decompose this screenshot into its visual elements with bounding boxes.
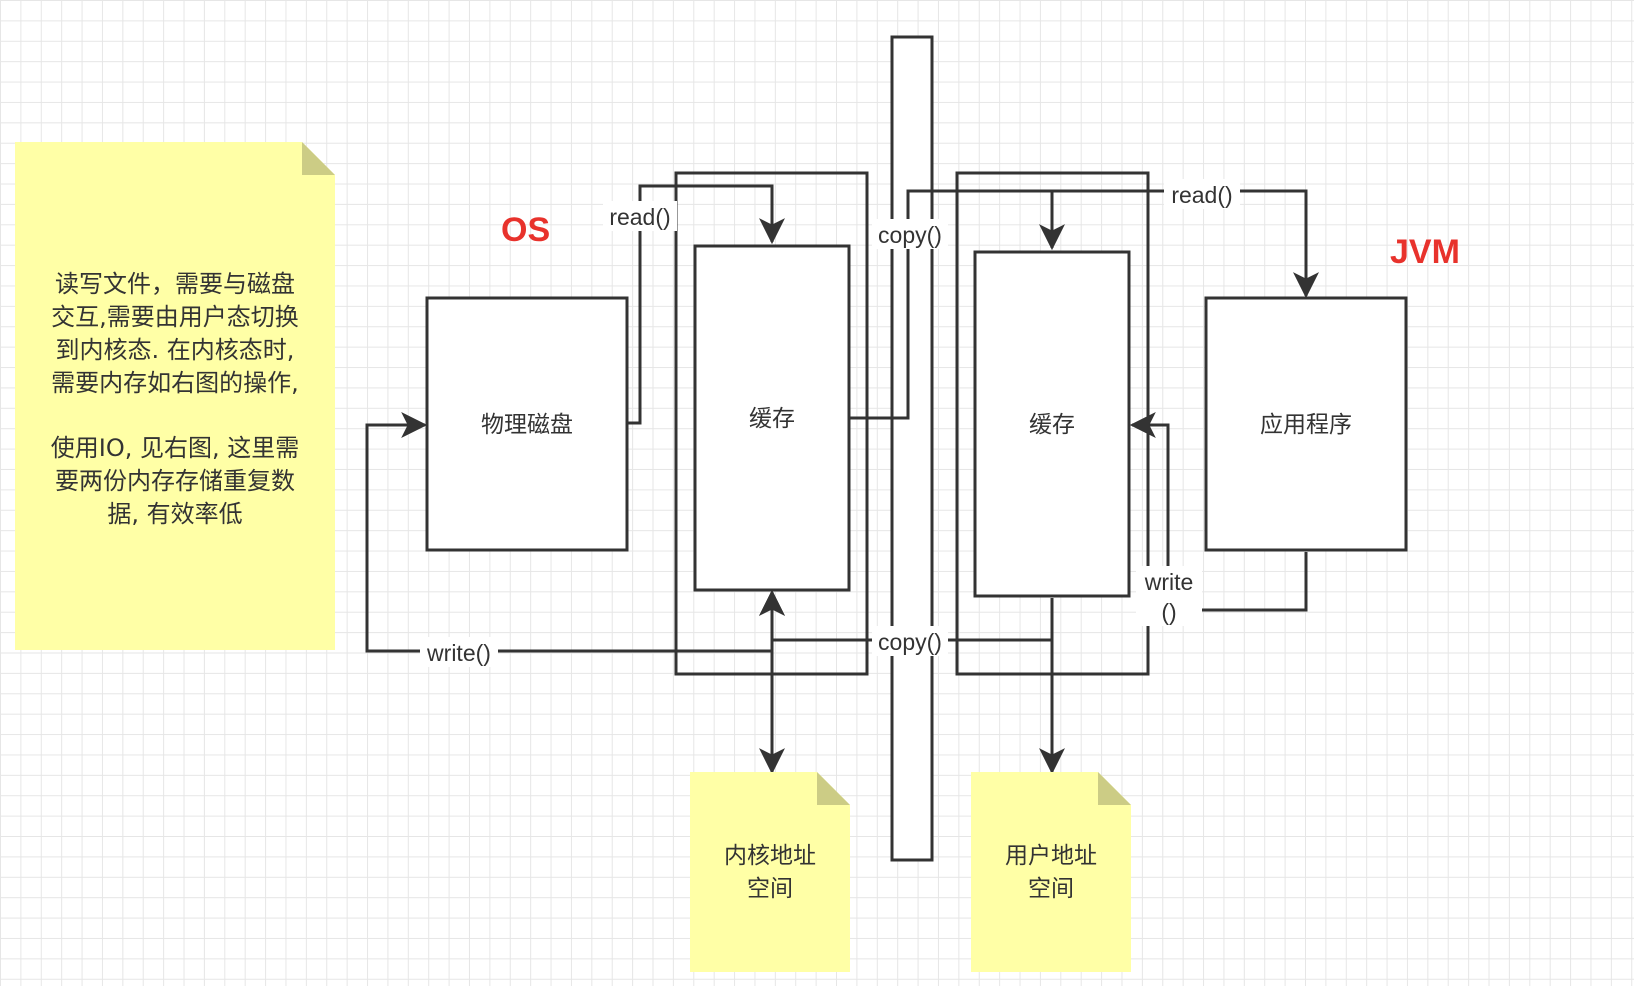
edge-label-read-left: read(): [603, 201, 677, 231]
physical-disk-label: 物理磁盘: [481, 412, 573, 438]
svg-text:read(): read(): [609, 204, 670, 230]
user-address-space-note: 用户地址 空间: [971, 772, 1131, 972]
kernel-address-space-note: 内核地址 空间: [690, 772, 850, 972]
svg-text:(): (): [1161, 599, 1176, 625]
svg-text:write(): write(): [426, 640, 491, 666]
user-cache-label: 缓存: [1029, 412, 1075, 438]
explanation-line-1: 读写文件，需要与磁盘: [55, 270, 295, 298]
edge-label-copy-bottom: copy(): [872, 626, 948, 656]
application-box: 应用程序: [1204, 296, 1408, 552]
edge-copy-kernel-to-user: [849, 189, 1065, 420]
edge-read-user-to-app: [1052, 189, 1319, 299]
kernel-user-divider: [890, 35, 934, 862]
explanation-line-6: 使用IO, 见右图, 这里需: [51, 434, 299, 462]
explanation-line-8: 据, 有效率低: [107, 500, 242, 528]
os-label: OS: [501, 211, 550, 249]
edge-read-disk-to-kernel: [627, 184, 785, 425]
explanation-line-4: 需要内存如右图的操作,: [51, 369, 299, 397]
svg-text:write: write: [1144, 569, 1194, 595]
svg-text:copy(): copy(): [878, 222, 942, 248]
user-cache-box: 缓存: [973, 250, 1131, 598]
user-space-line-1: 用户地址: [1005, 843, 1097, 869]
edge-label-read-right: read(): [1164, 179, 1240, 209]
kernel-space-line-2: 空间: [747, 876, 793, 902]
svg-text:read(): read(): [1171, 182, 1232, 208]
kernel-cache-box: 缓存: [693, 244, 851, 592]
edge-label-write-right: write (): [1136, 566, 1202, 626]
edge-label-write-left: write(): [420, 637, 498, 667]
physical-disk-box: 物理磁盘: [425, 296, 629, 552]
explanation-line-7: 要两份内存存储重复数: [55, 467, 295, 495]
kernel-space-line-1: 内核地址: [724, 843, 816, 869]
svg-text:copy(): copy(): [878, 629, 942, 655]
user-space-line-2: 空间: [1028, 876, 1074, 902]
explanation-line-3: 到内核态. 在内核态时,: [56, 336, 295, 364]
application-label: 应用程序: [1260, 412, 1352, 438]
edge-label-copy-top: copy(): [872, 219, 948, 249]
explanation-line-2: 交互,需要由用户态切换: [51, 303, 299, 331]
kernel-cache-label: 缓存: [749, 406, 795, 432]
explanation-note: 读写文件，需要与磁盘 交互,需要由用户态切换 到内核态. 在内核态时, 需要内存…: [15, 142, 335, 650]
jvm-label: JVM: [1390, 233, 1460, 271]
